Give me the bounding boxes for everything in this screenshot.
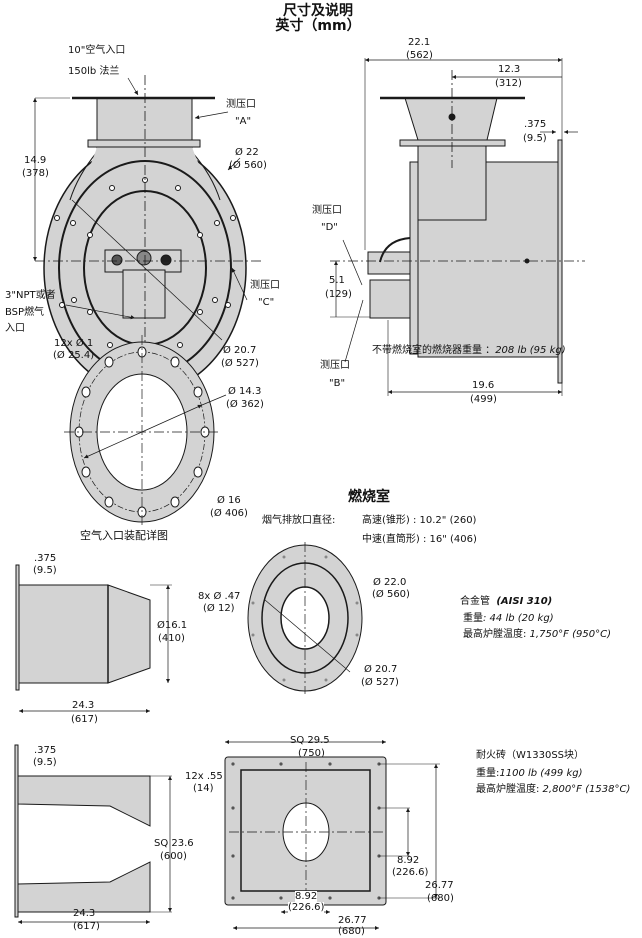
alloy-diameter-mm: (410) — [158, 633, 185, 644]
refractory-name: 耐火砖（W1330SS块） — [476, 750, 585, 761]
plate-size-mm: (750) — [298, 748, 325, 759]
alloy-weight-label: 重量 — [463, 613, 483, 624]
tap-a-label: 测压口 — [226, 99, 256, 110]
alloy-length: 24.3 — [72, 700, 95, 711]
alloy-flange-thickness: .375 — [34, 553, 57, 564]
hole-spacing-horizontal: 8.92 — [295, 891, 318, 902]
tap-c-id: "C" — [258, 297, 275, 308]
inner-diameter-mm: (Ø 527) — [221, 358, 259, 369]
refractory-temp-label: 最高炉膛温度: — [476, 784, 540, 795]
bolt-circle-horizontal: 26.77 — [338, 915, 367, 926]
flange-thickness: .375 — [524, 119, 547, 130]
exhaust-label: 烟气排放口直径: — [262, 515, 336, 526]
alloy-tube-view — [15, 542, 363, 714]
height-dimension-mm: (378) — [22, 168, 49, 179]
tap-a-id: "A" — [235, 116, 252, 127]
inlet-od: Ø 16 — [217, 495, 241, 506]
tap-b-label: 测压口 — [320, 360, 350, 371]
alloy-diameter: Ø16.1 — [157, 620, 188, 631]
tap-c-label: 测压口 — [250, 280, 280, 291]
inner-diameter: Ø 20.7 — [223, 345, 257, 356]
refractory-temp-value: 2,800°F (1538°C) — [539, 784, 631, 795]
refractory-temp: 最高炉膛温度: 2,800°F (1538°C) — [476, 784, 630, 795]
plate-holes-mm: (14) — [193, 783, 214, 794]
tap-b-id: "B" — [329, 378, 346, 389]
overall-dimension: 22.1 — [408, 37, 431, 48]
drop-dimension: 5.1 — [329, 275, 345, 286]
refractory-weight-value: 1100 lb (499 kg) — [499, 768, 583, 779]
refractory-flange-thickness-mm: (9.5) — [33, 757, 57, 768]
alloy-bolt-circle: Ø 20.7 — [364, 664, 398, 675]
outer-diameter-mm: (Ø 560) — [229, 160, 267, 171]
refractory-view — [14, 739, 440, 931]
length-dimension: 19.6 — [472, 380, 495, 391]
height-dimension: 14.9 — [24, 155, 47, 166]
flange-thickness-mm: (9.5) — [523, 133, 547, 144]
offset-dimension: 12.3 — [498, 64, 521, 75]
side-view — [330, 57, 585, 396]
inlet-od-mm: (Ø 406) — [210, 508, 248, 519]
alloy-temp-label: 最高炉膛温度: — [463, 629, 527, 640]
refractory-flange-thickness: .375 — [34, 745, 57, 756]
alloy-temp-value: 1,750°F (950°C) — [526, 629, 611, 640]
bolt-circle-vertical: 26.77 — [425, 880, 454, 891]
bolt-circle-vertical-mm: (680) — [427, 893, 454, 904]
hole-spacing-horizontal-mm: (226.6) — [288, 902, 325, 913]
offset-dimension-mm: (312) — [495, 78, 522, 89]
outer-diameter: Ø 22 — [235, 147, 259, 158]
air-inlet-label: 10"空气入口 — [68, 45, 126, 56]
tap-d-id: "D" — [321, 222, 338, 233]
alloy-temp: 最高炉膛温度: 1,750°F (950°C) — [463, 629, 611, 640]
gas-inlet-label-1: 3"NPT或者 — [5, 290, 56, 301]
hole-spacing-vertical: 8.92 — [397, 855, 420, 866]
medium-speed-spec: 中速(直筒形) : 16" (406) — [362, 534, 477, 545]
inlet-detail-view — [64, 335, 227, 528]
refractory-length: 24.3 — [73, 908, 96, 919]
alloy-bolt-circle-mm: (Ø 527) — [361, 677, 399, 688]
gas-inlet-label-2: BSP燃气 — [5, 307, 45, 318]
inlet-detail-caption: 空气入口装配详图 — [80, 529, 168, 542]
alloy-material: 合金管 — [460, 596, 490, 607]
overall-dimension-mm: (562) — [406, 50, 433, 61]
alloy-name: 合金管 (AISI 310) — [460, 596, 552, 607]
refractory-square-mm: (600) — [160, 851, 187, 862]
refractory-weight: 重量:1100 lb (499 kg) — [476, 768, 583, 779]
alloy-od-mm: (Ø 560) — [372, 589, 410, 600]
refractory-weight-label: 重量: — [476, 768, 500, 779]
inlet-holes: 12x Ø 1 — [54, 338, 94, 349]
page-title: 尺寸及说明 — [283, 3, 353, 19]
flange-label: 150lb 法兰 — [68, 66, 120, 77]
chamber-title: 燃烧室 — [348, 489, 390, 505]
refractory-length-mm: (617) — [73, 921, 100, 932]
drop-dimension-mm: (129) — [325, 289, 352, 300]
gas-inlet-label-3: 入口 — [5, 323, 25, 334]
alloy-weight-value: : 44 lb (20 kg) — [483, 613, 554, 624]
alloy-od: Ø 22.0 — [373, 577, 407, 588]
alloy-weight: 重量: 44 lb (20 kg) — [463, 613, 554, 624]
tap-d-label: 测压口 — [312, 205, 342, 216]
burner-weight-label: 不带燃烧室的燃烧器重量 ： — [372, 345, 496, 356]
burner-weight: 不带燃烧室的燃烧器重量 ：208 lb (95 kg) — [372, 345, 566, 356]
front-view — [32, 75, 262, 400]
plate-holes: 12x .55 — [185, 771, 223, 782]
hole-spacing-vertical-mm: (226.6) — [392, 867, 429, 878]
burner-weight-value: 208 lb (95 kg) — [495, 345, 566, 356]
alloy-spec: (AISI 310) — [496, 596, 553, 607]
alloy-flange-thickness-mm: (9.5) — [33, 565, 57, 576]
length-dimension-mm: (499) — [470, 394, 497, 405]
alloy-length-mm: (617) — [71, 714, 98, 725]
page-subtitle-units: 英寸（mm） — [275, 18, 361, 34]
bolt-circle-horizontal-mm: (680) — [338, 926, 365, 937]
high-speed-spec: 高速(锥形) : 10.2" (260) — [362, 515, 477, 526]
alloy-holes-mm: (Ø 12) — [203, 603, 235, 614]
alloy-holes: 8x Ø .47 — [198, 591, 241, 602]
inlet-bore-mm: (Ø 362) — [226, 399, 264, 410]
plate-size: SQ 29.5 — [290, 735, 330, 746]
refractory-square: SQ 23.6 — [154, 838, 194, 849]
inlet-holes-mm: (Ø 25.4) — [53, 350, 95, 361]
inlet-bore: Ø 14.3 — [228, 386, 262, 397]
